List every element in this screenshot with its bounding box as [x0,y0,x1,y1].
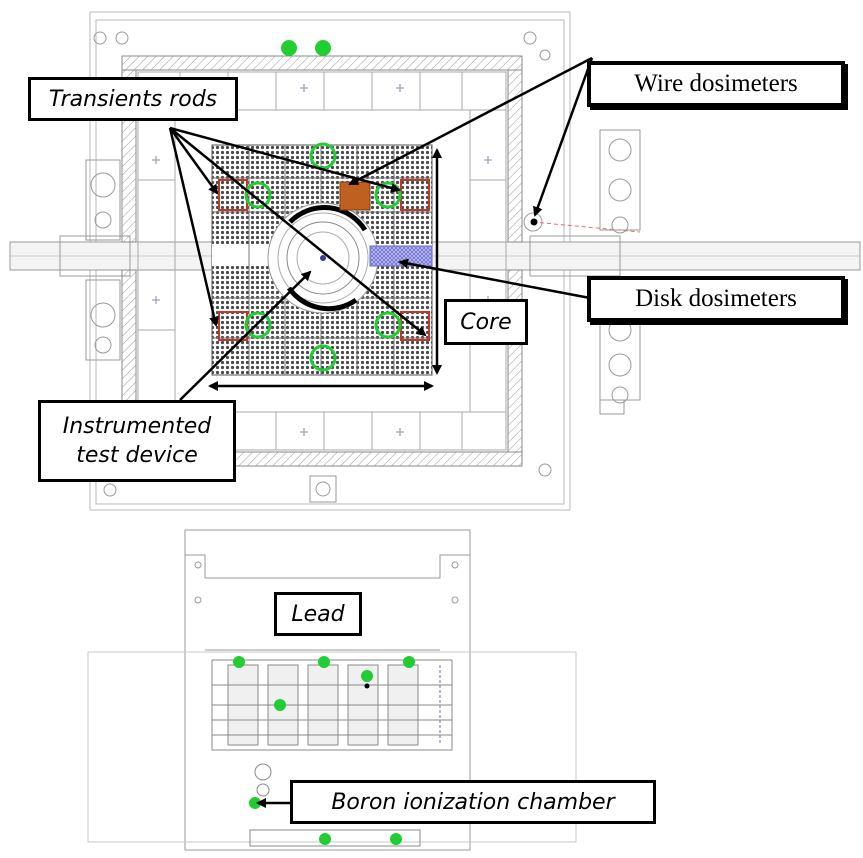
label-core-text: Core [460,309,512,335]
label-wire-dosimeters-text: Wire dosimeters [634,70,798,97]
label-lead: Lead [274,592,362,636]
label-disk-dosimeters-text: Disk dosimeters [635,285,797,312]
label-transients-rods-text: Transients rods [48,86,218,112]
label-boron-text: Boron ionization chamber [331,789,615,815]
arrow-transients-1 [168,127,219,195]
arrow-transients-3 [168,127,220,327]
label-core: Core [444,299,528,345]
label-boron-ionization-chamber: Boron ionization chamber [290,780,656,824]
annotation-arrows [168,56,594,808]
label-instrumented-test-device: Instrumented test device [38,400,236,482]
label-lead-text: Lead [291,601,345,627]
label-instrumented-line1: Instrumented [62,414,212,439]
wire-dosimeter-point [530,218,538,226]
label-transients-rods: Transients rods [28,77,238,121]
right-equipment [523,31,641,477]
label-disk-dosimeters: Disk dosimeters [587,276,845,322]
detector-black-dot [364,683,370,689]
arrow-disk [398,258,591,300]
arrow-instrumented [179,270,312,401]
arrow-wire-2 [533,57,594,217]
lead-shield-outline [87,529,577,851]
top-green-dots [281,40,331,56]
bottom-green-dots [233,656,415,845]
left-equipment [85,31,129,497]
wire-dosimeter-block [339,181,371,211]
label-instrumented-line2: test device [76,443,198,468]
core-green-circles [244,142,402,372]
arrow-transients-4 [169,127,427,337]
label-wire-dosimeters: Wire dosimeters [587,61,845,107]
arrow-wire-1 [348,56,593,186]
top-assembly-bottom [309,475,337,503]
